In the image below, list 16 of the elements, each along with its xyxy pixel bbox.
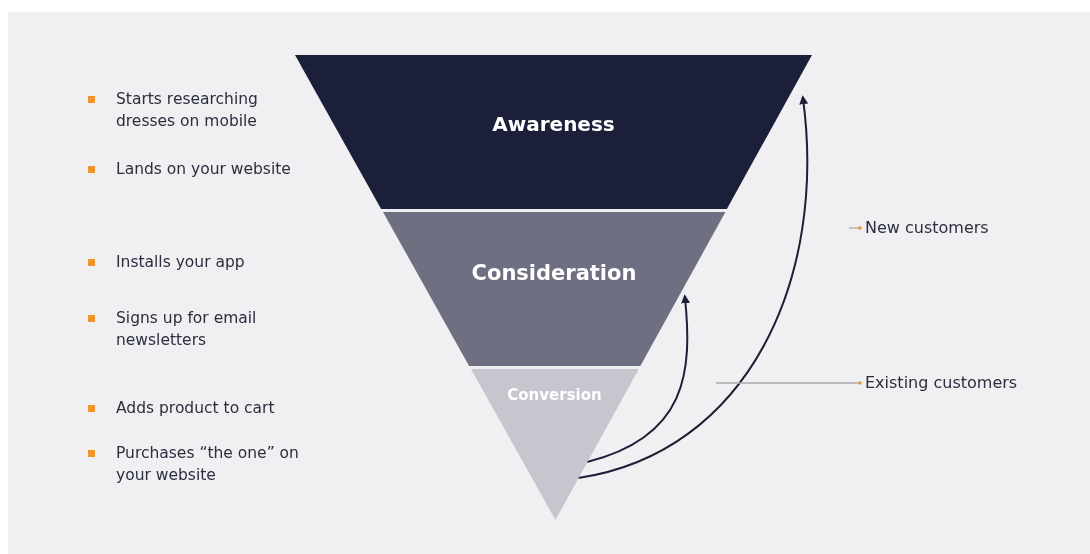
touchpoint-text: Lands on your website (116, 159, 292, 180)
stage-label: Consideration (470, 261, 638, 285)
customer-label: Existing customers (865, 373, 1018, 393)
stage-label: Awareness (491, 112, 616, 137)
curved-arrow (586, 294, 690, 463)
touchpoint-text: Purchases “the one” on your website (116, 443, 300, 486)
funnel-stage (382, 212, 726, 366)
curved-arrow (577, 95, 808, 479)
customer-label: New customers (865, 218, 989, 238)
touchpoint-text: Adds product to cart (116, 398, 276, 419)
funnel-stage (295, 55, 812, 209)
funnel-stage (470, 369, 639, 520)
touchpoint-text: Installs your app (116, 252, 246, 273)
stage-label: Conversion (506, 385, 603, 404)
touchpoint-text: Starts researching dresses on mobile (116, 89, 259, 132)
touchpoint-text: Signs up for email newsletters (116, 308, 258, 351)
